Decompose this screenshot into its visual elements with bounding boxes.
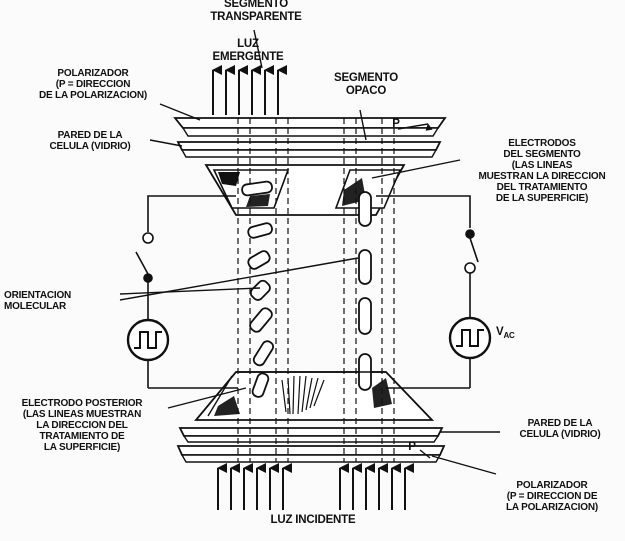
pointer-lines	[119, 29, 500, 475]
incident-light-arrows	[217, 463, 414, 510]
label-segmento-transparente: SEGMENTO TRANSPARENTE	[210, 0, 302, 23]
label-orientacion-molecular: ORIENTACION MOLECULAR	[4, 290, 72, 312]
label-p-bottom: P	[408, 441, 416, 453]
label-vac: VAC	[496, 326, 536, 342]
bottom-glass-wall	[178, 427, 444, 443]
label-segmento-opaco: SEGMENTO OPACO	[333, 72, 398, 97]
label-luz-incidente: LUZ INCIDENTE	[270, 514, 356, 526]
right-circuit-wire	[236, 195, 479, 389]
molecules-right	[358, 191, 372, 391]
label-pared-top: PARED DE LA CELULA (VIDRIO)	[49, 130, 131, 152]
left-ac-source-icon	[126, 318, 170, 362]
top-polarizer	[173, 117, 447, 137]
label-pared-bottom: PARED DE LA CELULA (VIDRIO)	[519, 418, 601, 440]
emergent-light-arrows	[212, 65, 287, 115]
right-ac-source-icon	[448, 316, 492, 360]
label-polarizador-bottom: POLARIZADOR (P = DIRECCION DE LA POLARIZ…	[506, 480, 598, 513]
upper-electrode-frame	[204, 164, 406, 216]
label-luz-emergente: LUZ EMERGENTE	[212, 38, 284, 63]
label-vac-sub: AC	[503, 331, 515, 340]
label-vac-main: V	[496, 326, 504, 338]
lower-electrode-frame	[194, 371, 435, 421]
bottom-polarizer	[176, 445, 446, 463]
label-electrodo-posterior: ELECTRODO POSTERIOR (LAS LINEAS MUESTRAN…	[21, 398, 143, 453]
dashed-light-paths	[237, 118, 395, 462]
label-electrodos-segmento: ELECTRODOS DEL SEGMENTO (LAS LINEAS MUES…	[478, 138, 606, 204]
label-p-top: P	[392, 118, 400, 130]
top-glass-wall	[176, 141, 442, 158]
molecules-left	[241, 180, 274, 398]
label-polarizador-top: POLARIZADOR (P = DIRECCION DE LA POLARIZ…	[38, 68, 148, 101]
left-circuit-wire	[135, 195, 238, 389]
